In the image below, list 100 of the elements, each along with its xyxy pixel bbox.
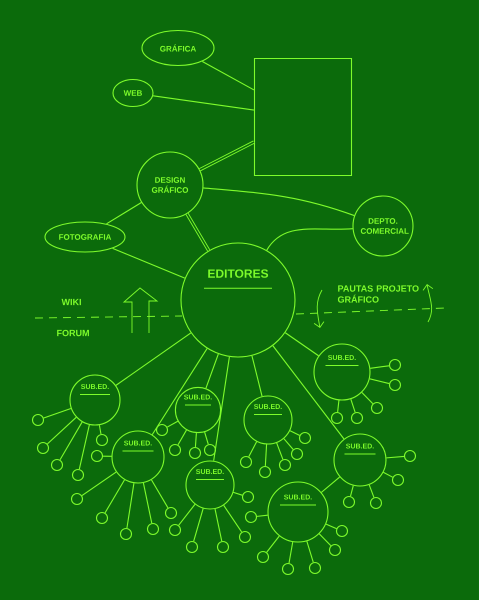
small-circle (370, 402, 384, 414)
connector-line (326, 524, 337, 530)
small-circle (342, 496, 356, 508)
connector-line (290, 430, 300, 436)
connector-line (199, 140, 255, 172)
connector-line (193, 508, 204, 542)
connector-line (386, 456, 404, 458)
small-circle (336, 524, 348, 538)
small-circle (256, 550, 270, 564)
small-circle (258, 466, 272, 478)
connector-line (194, 433, 197, 447)
circle-node: EDITORES (180, 242, 296, 358)
ellipse-node: GRÁFICA (141, 30, 215, 66)
connector-line (151, 480, 168, 508)
connector-line (383, 472, 393, 478)
circle-node: DESIGN GRÁFICO (136, 151, 204, 219)
connector-line (214, 508, 222, 542)
small-circle (168, 524, 182, 536)
small-circle (164, 506, 178, 520)
connector-line (126, 483, 134, 528)
connector-line (350, 486, 354, 496)
connector-line (272, 345, 344, 440)
ellipse-node: FOTOGRAFIA (44, 221, 126, 253)
small-circle (120, 528, 132, 540)
connector-line (350, 398, 356, 412)
connector-line (337, 400, 340, 412)
connector-line (370, 378, 390, 384)
connector-line (82, 472, 116, 496)
small-circle (146, 522, 160, 536)
connector-line (98, 425, 102, 434)
connector-line (178, 504, 196, 526)
connector-line (284, 438, 294, 450)
small-circle (204, 444, 216, 456)
connector-line (205, 354, 219, 388)
connector-line (178, 430, 187, 446)
connector-line (204, 432, 209, 444)
connector-line (248, 442, 258, 457)
connector-line (213, 356, 230, 461)
connector-line (368, 484, 374, 498)
small-circle (32, 414, 44, 426)
small-circle (308, 562, 322, 574)
connector-line (142, 482, 152, 524)
small-circle (350, 412, 364, 424)
small-circle (388, 358, 402, 372)
page-box (254, 58, 352, 176)
connector-line (233, 492, 242, 496)
connector-line (116, 332, 192, 386)
connector-line (152, 348, 208, 435)
connector-line (266, 536, 280, 553)
connector-line (362, 392, 374, 404)
text-label: PAUTAS PROJETO GRÁFICO (338, 285, 419, 303)
small-circle (70, 492, 84, 506)
small-circle (186, 540, 198, 554)
small-circle (72, 468, 84, 482)
small-circle (96, 434, 108, 446)
connector-line (223, 505, 242, 532)
circle-node: DEPTO. COMERCIAL (352, 195, 414, 257)
connector-line (78, 424, 90, 470)
ellipse-node: WEB (112, 78, 154, 108)
connector-line (266, 228, 353, 250)
connector-line (264, 444, 268, 466)
small-circle (96, 512, 108, 524)
text-label: FORUM (57, 330, 89, 336)
small-circle (240, 456, 252, 468)
connector-line (153, 95, 254, 111)
connector-line (103, 456, 112, 457)
connector-line (318, 534, 332, 546)
connector-line (370, 365, 390, 369)
small-circle (50, 458, 64, 472)
connector-line (306, 541, 314, 562)
small-circle (290, 448, 304, 460)
connector-line (167, 420, 178, 428)
connector-line (60, 422, 83, 460)
small-circle (328, 544, 342, 556)
small-circle (168, 444, 182, 456)
small-circle (278, 458, 292, 472)
connector-line (203, 187, 354, 216)
small-circle (242, 490, 254, 504)
small-circle (36, 442, 50, 454)
connector-line (288, 542, 294, 564)
small-circle (216, 540, 230, 554)
connector-line (44, 408, 72, 419)
connector-line (47, 416, 77, 444)
connector-line (186, 213, 210, 252)
connector-line (251, 356, 263, 396)
connector-line (321, 476, 340, 493)
connector-line (256, 514, 268, 517)
text-label: WIKI (62, 298, 81, 306)
connector-line (285, 332, 319, 356)
small-circle (188, 446, 202, 460)
small-circle (404, 450, 416, 462)
small-circle (282, 562, 294, 576)
small-circle (330, 412, 344, 424)
small-circle (238, 530, 252, 544)
small-circle (298, 432, 312, 444)
connector-line (106, 202, 142, 224)
connector-line (202, 60, 254, 90)
connector-line (104, 480, 125, 514)
connector-line (112, 248, 185, 279)
connector-line (276, 442, 284, 460)
